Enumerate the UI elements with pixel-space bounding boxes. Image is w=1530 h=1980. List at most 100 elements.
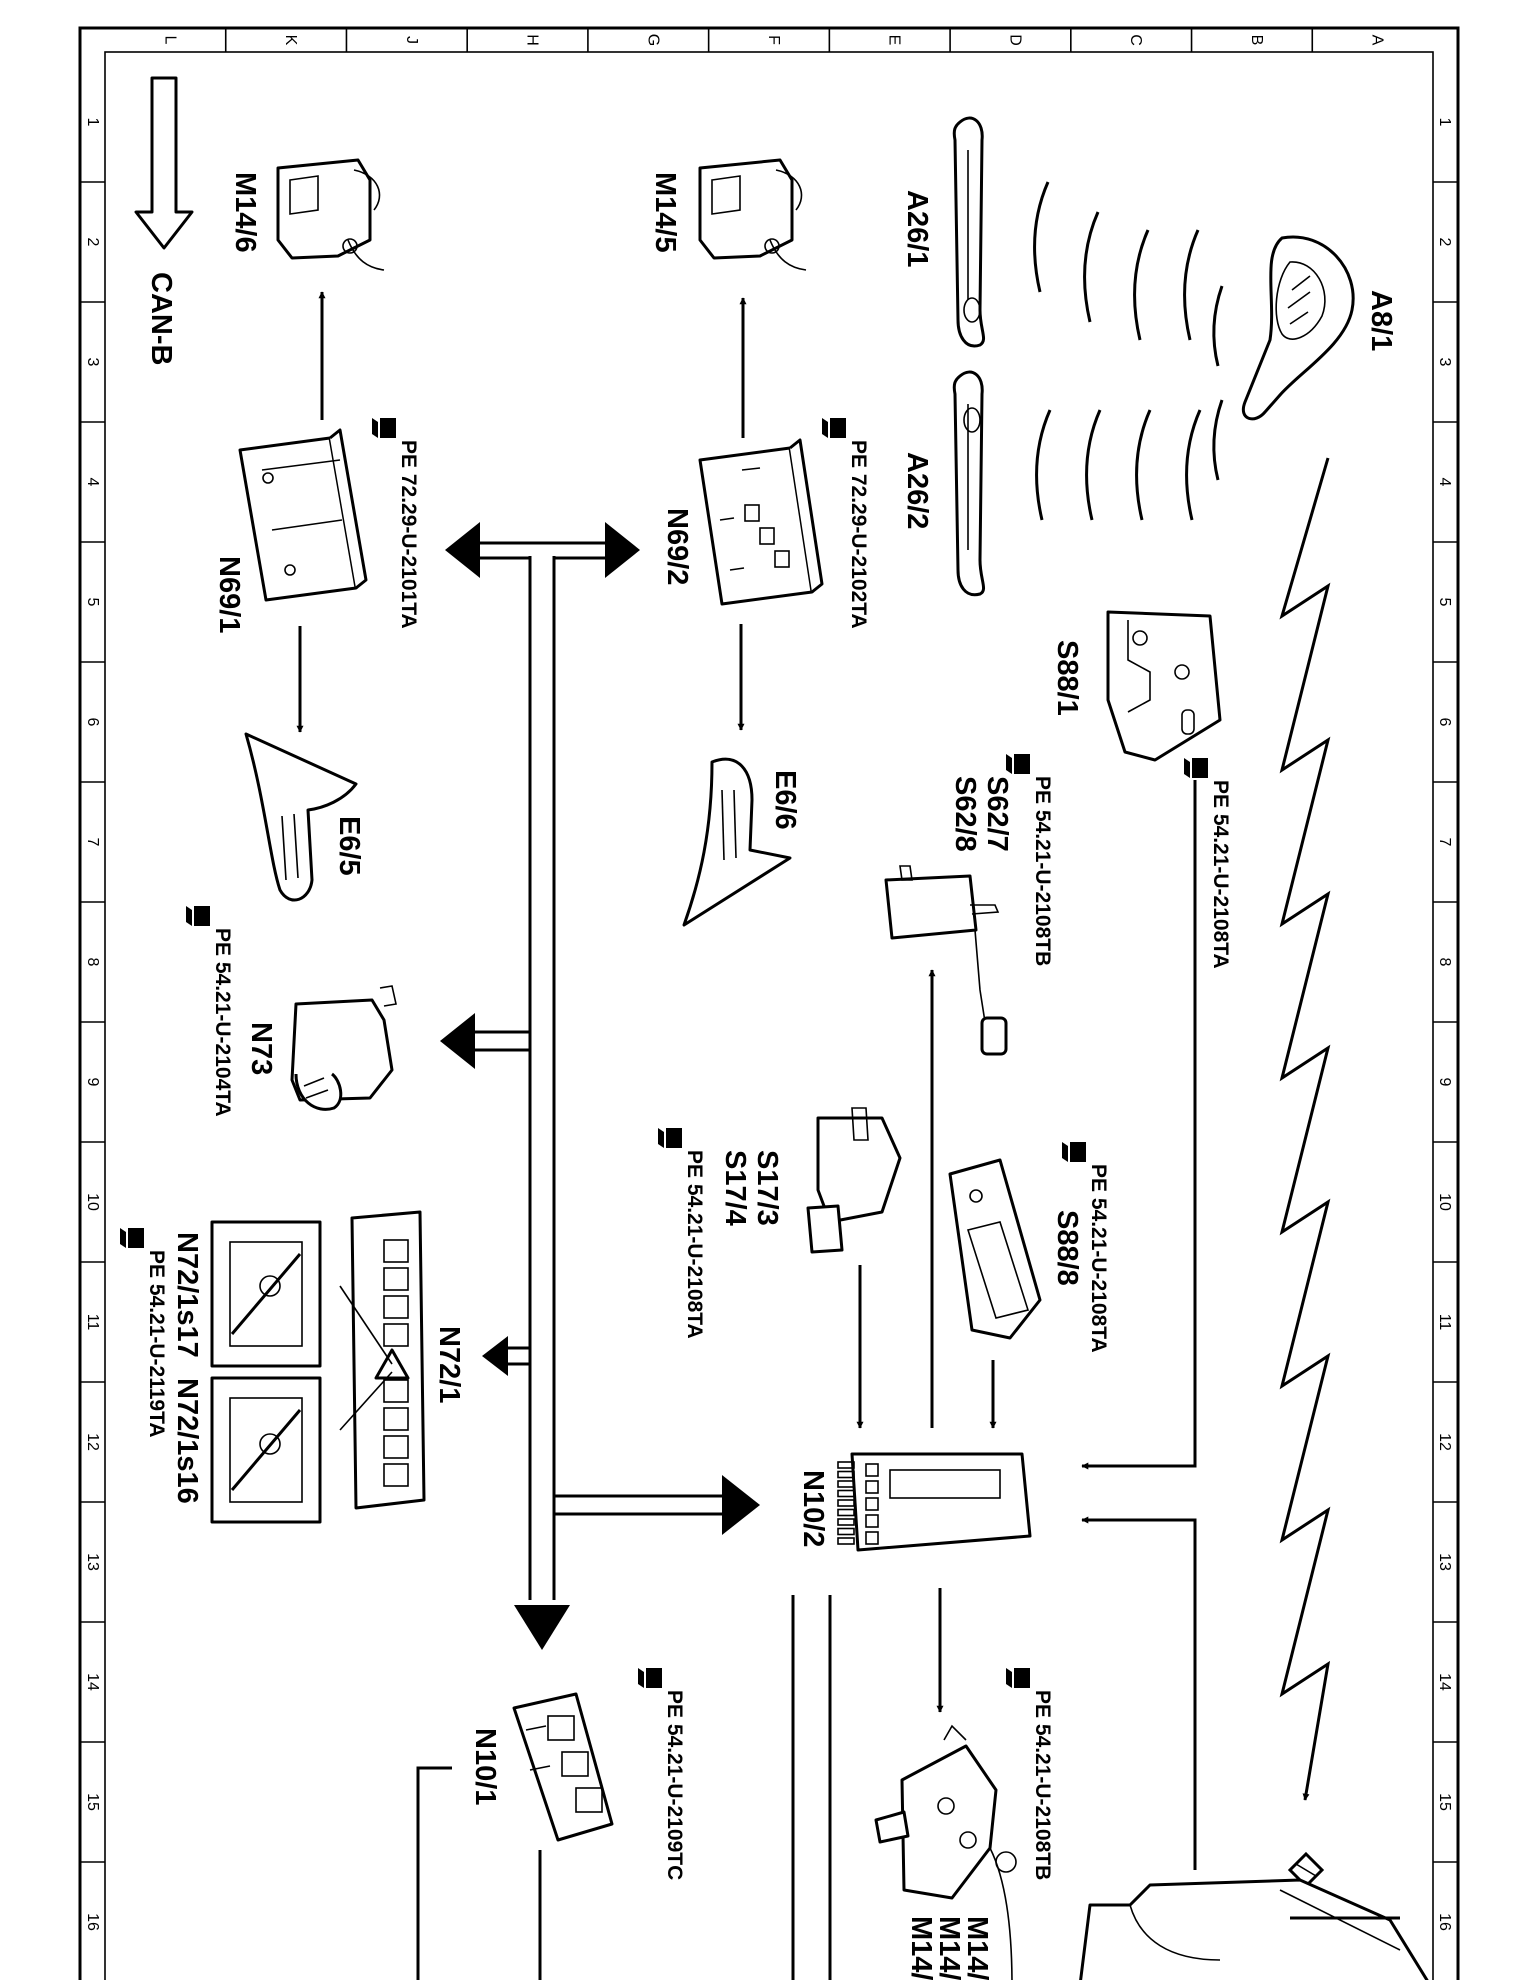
grid-row-number: 1	[1436, 118, 1453, 127]
m14-partial-label-1: M14/	[961, 1916, 993, 1980]
grid-column-letter: F	[765, 35, 782, 45]
a26-2-label: A26/2	[901, 452, 933, 529]
grid-row-number: 4	[1436, 478, 1453, 487]
grid-row-number: 8	[1436, 958, 1453, 967]
grid-row-number: 11	[84, 1314, 101, 1331]
svg-text:PE 54.21-U-2108TA: PE 54.21-U-2108TA	[1209, 780, 1232, 969]
grid-column-letter: A	[1369, 35, 1386, 46]
m14-5-actuator-icon	[698, 158, 807, 271]
svg-text:PE 54.21-U-2108TA: PE 54.21-U-2108TA	[683, 1150, 706, 1339]
m14-partial-label-2: M14/	[933, 1916, 965, 1980]
n10-1-sam-control-unit-icon	[512, 1692, 614, 1842]
grid-column-letter: B	[1248, 35, 1265, 46]
pe-s62-ref: PE 54.21-U-2108TB	[1031, 776, 1054, 966]
grid-column-letter: K	[282, 35, 299, 46]
s62-7-label: S62/7	[981, 776, 1013, 852]
grid-row-number: 12	[1436, 1433, 1453, 1451]
n10-2-label: N10/2	[797, 1470, 829, 1547]
grid-row-number: 10	[1436, 1193, 1453, 1211]
n69-2-label: N69/2	[661, 508, 693, 585]
grid-column-letter: E	[886, 35, 903, 46]
m14-partial-label-3: M14/	[905, 1916, 937, 1980]
grid-row-number: 3	[1436, 358, 1453, 367]
signal-arrows	[296, 291, 1197, 1980]
a26-1-door-handle-icon	[952, 116, 986, 348]
grid-row-number: 10	[84, 1193, 101, 1211]
can-b-arrow-icon	[134, 76, 194, 250]
svg-text:PE 54.21-U-2119TA: PE 54.21-U-2119TA	[145, 1250, 168, 1438]
s88-1-label: S88/1	[1051, 640, 1083, 716]
svg-text:PE 54.21-U-2109TC: PE 54.21-U-2109TC	[663, 1690, 686, 1880]
pe-n69-2-ref: PE 72.29-U-2102TA	[847, 440, 870, 629]
pe-n10-1-ref: PE 54.21-U-2109TC	[663, 1690, 686, 1880]
grid-column-letter: G	[644, 34, 661, 46]
grid-row-number: 6	[84, 718, 101, 727]
svg-text:PE 54.21-U-2104TA: PE 54.21-U-2104TA	[211, 928, 234, 1117]
s62-switch-icon	[884, 865, 1008, 1056]
m14-6-label: M14/6	[229, 172, 261, 253]
pe-n72-ref: PE 54.21-U-2119TA	[145, 1250, 168, 1438]
a26-1-label: A26/1	[901, 190, 933, 267]
svg-text:PE 72.29-U-2102TA: PE 72.29-U-2102TA	[847, 440, 870, 629]
grid-row-number: 11	[1436, 1314, 1453, 1331]
pe-reference-book-icon	[120, 418, 1208, 1688]
grid-row-number: 15	[84, 1793, 101, 1811]
grid-row-number: 16	[84, 1913, 101, 1931]
n73-label: N73	[245, 1022, 277, 1075]
grid-row-number: 5	[1436, 598, 1453, 607]
grid-row-number: 8	[84, 958, 101, 967]
m14-6-actuator-icon	[276, 158, 385, 271]
grid-row-number: 4	[84, 478, 101, 487]
svg-text:PE 54.21-U-2108TB: PE 54.21-U-2108TB	[1031, 1690, 1054, 1880]
grid-column-letter: L	[161, 36, 178, 45]
s88-8-switch-icon	[948, 1158, 1042, 1340]
e6-5-label: E6/5	[333, 816, 365, 876]
n69-2-control-module-icon	[698, 438, 824, 606]
grid-row-number: 14	[1436, 1673, 1453, 1691]
m14-5-label: M14/5	[649, 172, 681, 253]
grid-row-number: 9	[1436, 1078, 1453, 1087]
n72-1s17-label: N72/1s17	[171, 1232, 203, 1358]
a8-1-remote-key-icon	[1241, 235, 1355, 421]
e6-6-label: E6/6	[769, 770, 801, 830]
grid-row-number: 12	[84, 1433, 101, 1451]
pe-m14-ref: PE 54.21-U-2108TB	[1031, 1690, 1054, 1880]
grid-column-letter: C	[1127, 34, 1144, 46]
pe-n69-1-ref: PE 72.29-U-2101TA	[397, 440, 420, 629]
n72-1s16-label: N72/1s16	[171, 1378, 203, 1504]
grid-row-number: 13	[1436, 1553, 1453, 1571]
svg-text:PE 72.29-U-2101TA: PE 72.29-U-2101TA	[397, 440, 420, 629]
remote-signal-zigzag	[1279, 457, 1331, 1801]
grid-row-number: 16	[1436, 1913, 1453, 1931]
s62-8-label: S62/8	[949, 776, 981, 852]
grid-row-number: 7	[84, 838, 101, 847]
pe-n73-ref: PE 54.21-U-2104TA	[211, 928, 234, 1117]
grid-row-number: 1	[84, 118, 101, 127]
a26-2-door-handle-icon	[952, 370, 986, 597]
can-bus-lines	[440, 522, 760, 1650]
m14-actuator-icon	[874, 1724, 1017, 1980]
s17-3-label: S17/3	[751, 1150, 783, 1226]
grid-row-number: 2	[84, 238, 101, 247]
a8-1-label: A8/1	[1365, 290, 1397, 351]
grid-row-number: 14	[84, 1673, 101, 1691]
grid-row-number: 3	[84, 358, 101, 367]
vehicle-body-icon	[1079, 1878, 1429, 1980]
grid-row-number: 15	[1436, 1793, 1453, 1811]
s17-4-label: S17/4	[719, 1150, 751, 1226]
grid-column-letter: J	[403, 36, 420, 44]
n69-1-label: N69/1	[213, 556, 245, 633]
drawing-frame	[78, 26, 1460, 1980]
n69-1-control-module-icon	[238, 428, 368, 602]
pe-s88-8-ref: PE 54.21-U-2108TA	[1087, 1164, 1110, 1353]
grid-row-number: 13	[84, 1553, 101, 1571]
s88-8-label: S88/8	[1051, 1210, 1083, 1286]
e6-6-mirror-icon	[682, 757, 792, 927]
n72-1-label: N72/1	[433, 1326, 465, 1403]
pe-s88-1-ref: PE 54.21-U-2108TA	[1209, 780, 1232, 969]
radio-signal-waves	[1033, 181, 1224, 521]
s88-1-switch-icon	[1106, 610, 1222, 762]
